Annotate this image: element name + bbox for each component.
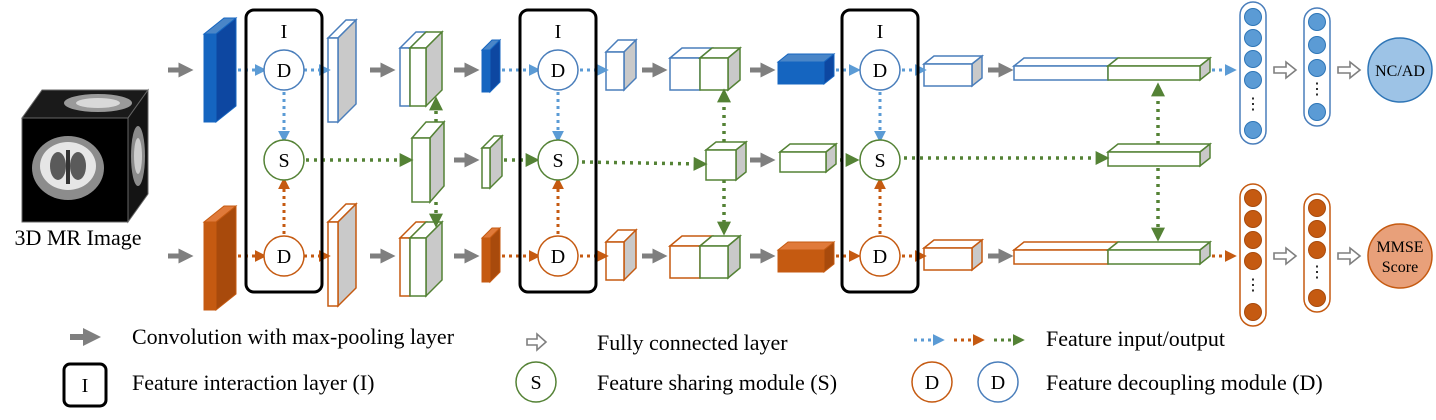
decoupling-module-bottom: [537, 235, 579, 277]
decoupling-label-bottom: D: [873, 246, 887, 268]
fc-arrows: [1273, 60, 1362, 266]
fc-arrow: [1273, 60, 1298, 80]
flatten-block-bottom: [1011, 240, 1213, 266]
flatten-block-top: [1011, 56, 1213, 82]
legend-decoupling-blue: [977, 361, 1019, 403]
legend-interaction-box: [62, 362, 108, 408]
conv-arrows: [168, 62, 1014, 264]
shared-feature-map-2: [480, 134, 504, 190]
feature-map-bottom-2: [326, 202, 358, 308]
interaction-label: I: [281, 21, 288, 43]
feature-map-bottom-5: [776, 240, 836, 274]
legend-decoupling-label: Feature decoupling module (D): [1046, 370, 1323, 395]
shared-flatten-block: [1105, 142, 1213, 168]
legend-conv-label: Convolution with max-pooling layer: [132, 324, 455, 349]
sharing-label: S: [278, 150, 289, 172]
legend-sharing-circle: [515, 361, 557, 403]
decoupling-module-top: [263, 49, 305, 91]
decoupling-label-top: D: [551, 60, 565, 82]
sharing-label: S: [874, 150, 885, 172]
decoupling-module-bottom: [859, 235, 901, 277]
fc-layer-top-1: ⋮: [1239, 1, 1267, 145]
shared-feature-map-3: [703, 140, 749, 182]
fc-arrow: [1337, 60, 1362, 80]
feature-map-bottom-3: [480, 226, 502, 284]
fc-layer-bottom-2: ⋮: [1303, 193, 1331, 313]
concat-block-bottom-2: [667, 234, 743, 280]
concat-block-top-1: [398, 30, 444, 108]
legend-decoupling-symbol-1: D: [925, 372, 939, 394]
neuron-ellipsis: ⋮: [1309, 81, 1325, 98]
decoupling-label-top: D: [873, 60, 887, 82]
legend-fc-label: Fully connected layer: [597, 330, 788, 355]
decoupling-label-top: D: [277, 60, 291, 82]
shared-feature-map-4: [777, 142, 839, 174]
neuron-ellipsis: ⋮: [1245, 96, 1261, 113]
fc-arrow: [1273, 246, 1298, 266]
decoupling-module-top: [859, 49, 901, 91]
neuron-ellipsis: ⋮: [1309, 264, 1325, 281]
feature-map-bottom-6: [921, 238, 985, 272]
sharing-module: [537, 139, 579, 181]
decoupling-module-top: [537, 49, 579, 91]
interaction-layer: I D S D: [518, 8, 598, 294]
fc-arrow: [1337, 246, 1362, 266]
feature-map-top-4: [604, 38, 638, 92]
fc-layer-top-2: ⋮: [1303, 7, 1331, 127]
neuron-ellipsis: ⋮: [1245, 277, 1261, 294]
legend-io-label: Feature input/output: [1046, 326, 1225, 351]
legend: Convolution with max-pooling layer Fully…: [62, 324, 1323, 408]
legend-sharing-symbol: S: [530, 372, 541, 394]
legend-decoupling-orange: [911, 361, 953, 403]
concat-block-top-2: [667, 46, 743, 92]
feature-map-top-3: [480, 38, 502, 94]
output-mmse-label-1: MMSE: [1376, 239, 1423, 256]
interaction-layer: I D S D: [244, 8, 324, 294]
fc-layer-bottom-1: ⋮: [1239, 183, 1267, 327]
feature-map-bottom-4: [604, 228, 638, 282]
output-mmse: MMSE Score: [1367, 223, 1433, 289]
legend-sharing-label: Feature sharing module (S): [597, 370, 837, 395]
sharing-module: [859, 139, 901, 181]
concat-block-bottom-1: [398, 220, 444, 298]
interaction-label: I: [877, 21, 884, 43]
legend-interaction-symbol: I: [82, 375, 89, 397]
mr-image-cube: [21, 88, 149, 224]
shared-feature-map-1: [410, 120, 446, 204]
legend-fc-arrow: [526, 332, 548, 352]
feature-map-top-1: [202, 16, 238, 124]
feature-map-bottom-1: [202, 204, 238, 312]
output-nc-ad: NC/AD: [1367, 37, 1433, 103]
sharing-label: S: [552, 150, 563, 172]
sharing-module: [263, 139, 305, 181]
feature-map-top-2: [326, 18, 358, 124]
legend-decoupling-symbol-2: D: [991, 372, 1005, 394]
decoupling-label-bottom: D: [551, 246, 565, 268]
interaction-layer: I D S D: [840, 8, 920, 294]
decoupling-module-bottom: [263, 235, 305, 277]
interaction-label: I: [555, 21, 562, 43]
legend-interaction-label: Feature interaction layer (I): [132, 370, 374, 395]
feature-map-top-6: [921, 54, 985, 88]
decoupling-label-bottom: D: [277, 246, 291, 268]
output-mmse-label-2: Score: [1382, 259, 1418, 276]
output-nc-ad-label: NC/AD: [1375, 63, 1425, 80]
input-label: 3D MR Image: [14, 225, 141, 250]
feature-map-top-5: [776, 52, 836, 86]
